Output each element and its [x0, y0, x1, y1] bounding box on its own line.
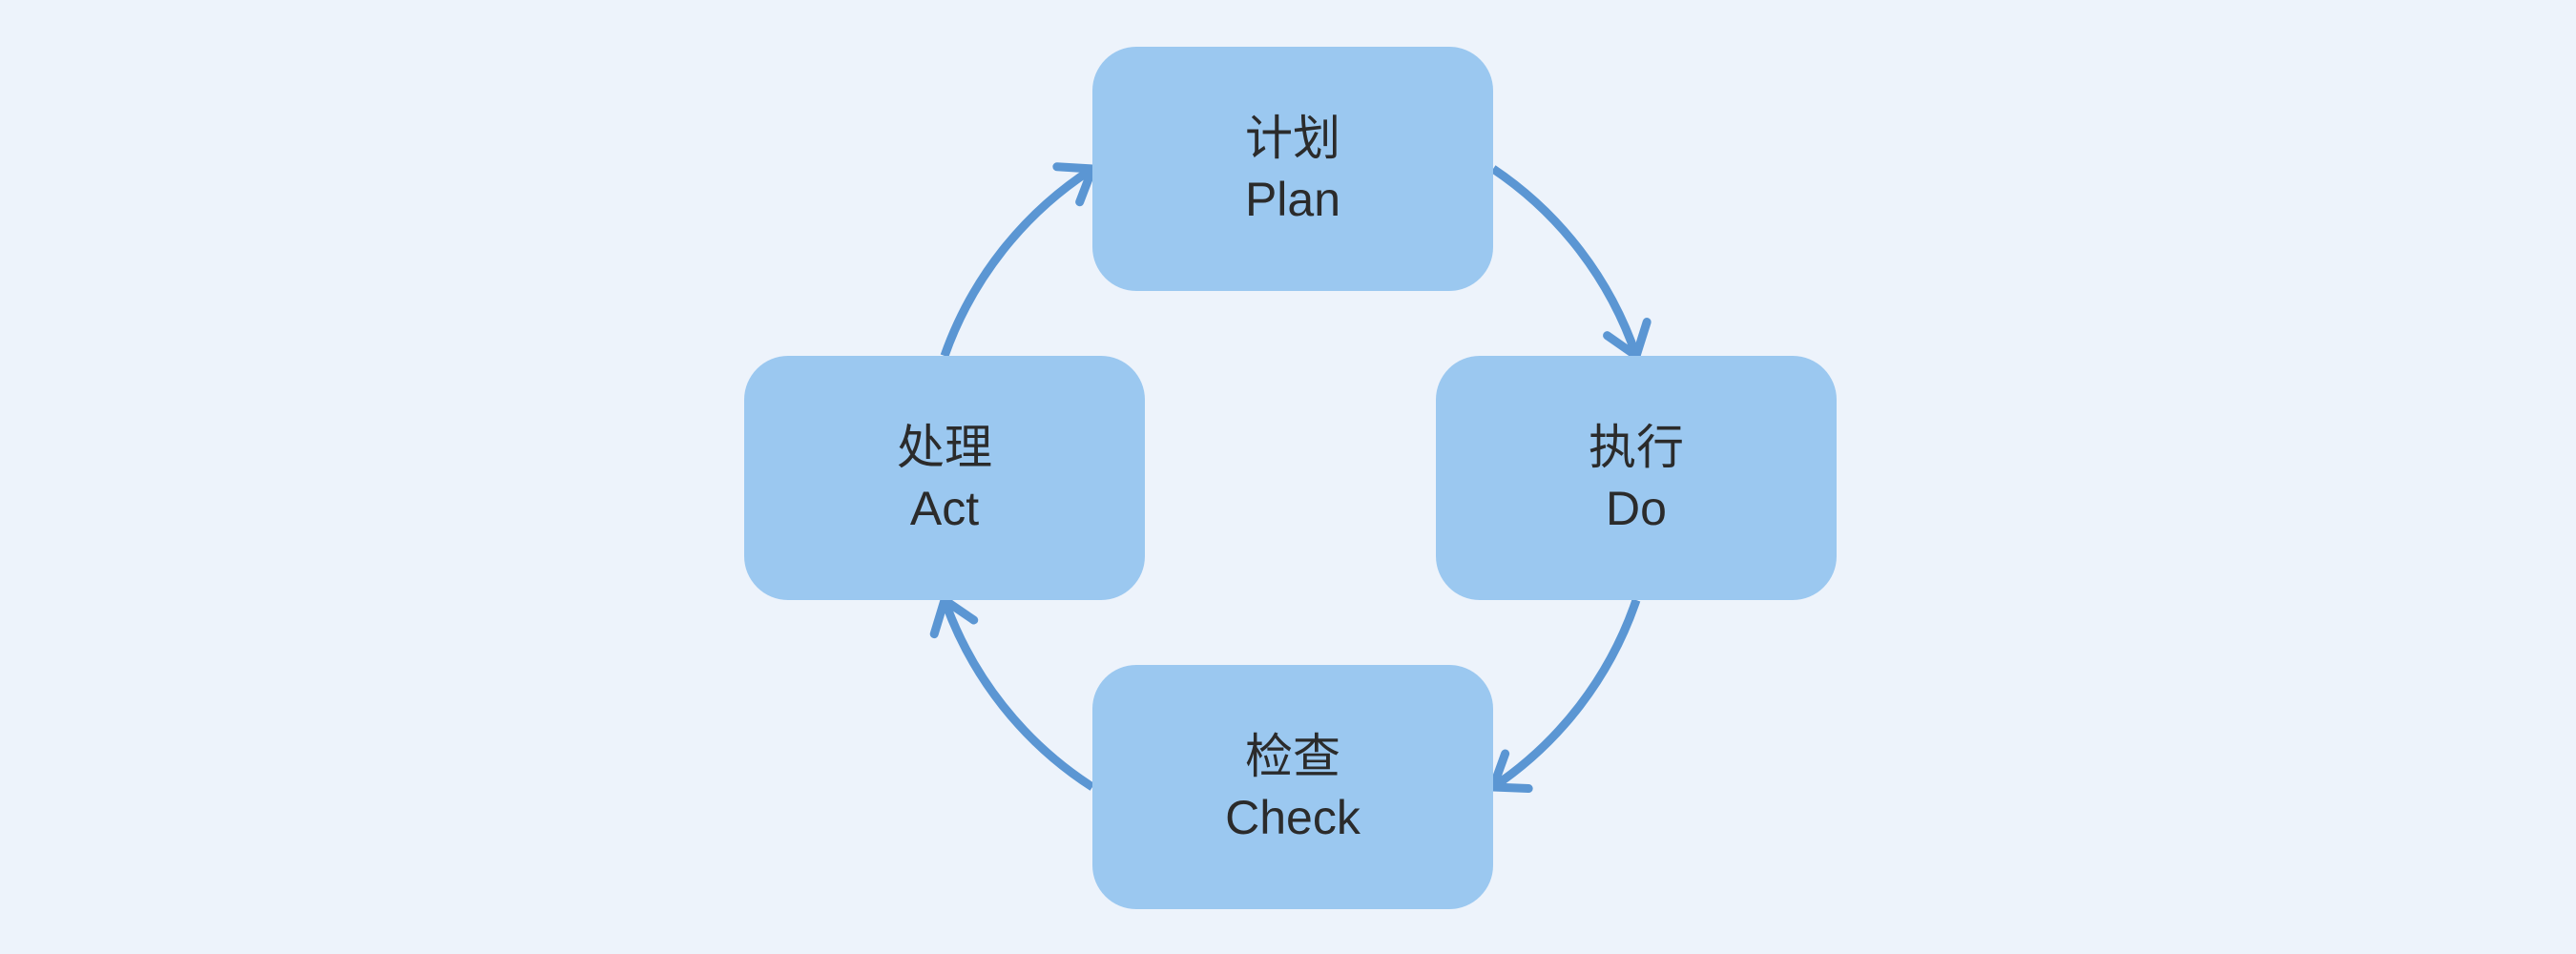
node-act-label-zh: 处理	[897, 421, 992, 474]
node-act-label-en: Act	[909, 482, 980, 535]
node-check-label-en: Check	[1225, 791, 1361, 844]
arrow-act-to-plan	[940, 162, 1097, 358]
node-plan-label-zh: 计划	[1245, 112, 1340, 165]
arrow-plan-to-do	[1490, 165, 1652, 361]
node-do-label-en: Do	[1606, 482, 1667, 535]
arrow-do-to-check	[1488, 598, 1641, 794]
node-act: 处理 Act	[744, 356, 1145, 600]
node-do-label-zh: 执行	[1589, 421, 1684, 474]
node-check-label-zh: 检查	[1245, 730, 1340, 783]
node-do: 执行 Do	[1436, 356, 1837, 600]
node-plan: 计划 Plan	[1092, 47, 1493, 291]
node-plan-label-en: Plan	[1244, 173, 1341, 226]
arrow-check-to-act	[929, 595, 1095, 791]
node-check: 检查 Check	[1092, 665, 1493, 909]
